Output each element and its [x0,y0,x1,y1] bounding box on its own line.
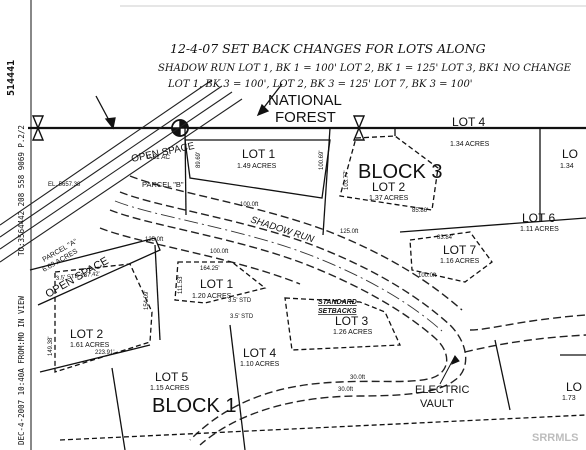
lot-acres: 1.49 ACRES [237,163,277,170]
lot-boundary [409,231,493,283]
dim-label: 164.25' [200,266,220,272]
watermark: SRRMLS [532,432,578,444]
lot-name: LOT 1 [242,147,275,161]
parcel-b-area: 0.81 AC [147,154,170,161]
lot-lines [29,127,586,450]
lot-acres: 1.15 ACRES [150,385,190,392]
label-forest: FOREST [275,109,336,126]
watermark-text: SRRMLS [532,432,578,444]
lot-boundary [184,139,331,199]
dim-label: 85.86' [412,208,428,214]
dim-label: 89.69' [196,152,202,168]
lot-boundary [284,297,401,351]
dim-label: 100.0ft [210,249,229,255]
vault-leader [439,355,460,385]
fax-header-top: TO:3564442 208 558 9069 P.2/2 [17,125,26,256]
dim-label: 3.5' STD [228,298,252,304]
lot-label-b1-4: LOT 4 1.10 ACRES [240,346,280,368]
lot-label-b3-1: LOT 1 1.49 ACRES [237,147,277,170]
dim-label: 125.0ft [340,229,359,235]
dim-label: 111.53' [178,275,184,294]
lot-acres: 1.11 ACRES [520,226,559,233]
right-boundary-marker-icon [352,115,366,141]
dim-label: 154.09' [144,291,150,311]
lot-name: LOT 5 [155,370,188,384]
dim-label: 223.91' [95,350,115,356]
setback-notes: 12-4-07 SET BACK CHANGES FOR LOTS ALONG … [158,41,572,90]
dim-label: 125.0ft [145,237,164,243]
boundary-lines [28,0,586,450]
lot-boundary [54,263,153,373]
dim-label: 30.0ft [350,375,365,381]
dim-label: 100.0ft [418,273,437,279]
arrow-down-left-icon [256,103,270,117]
block-1-label: BLOCK 1 [152,395,236,417]
road-centerline [114,200,443,332]
lot-acres: 1.37 ACRES [369,195,409,202]
note-line-2: SHADOW RUN LOT 1, BK 1 = 100' LOT 2, BK … [158,63,572,74]
road-name-label: SHADOW RUN [249,214,315,245]
lot-name: LOT 7 [443,243,476,257]
edge-lot-top-acres: 1.34 [560,163,574,170]
lot-label-b1-5: LOT 5 1.15 ACRES [150,370,190,392]
dim-label: 83.84' [437,235,453,241]
dim-label: 100.0ft [240,202,259,208]
arrows [95,83,283,130]
label-national: NATIONAL [268,92,342,109]
elevation-label: EL. 5657.38 [48,182,81,188]
lot-name: LOT 4 [452,115,485,129]
arrow-down-icon [104,117,116,130]
lot-labels: LOT 1 1.49 ACRES LOT 2 1.37 ACRES LOT 4 … [70,115,582,402]
dimension-labels: 100.0ft 125.0ft 100.0ft 125.0ft 100.0ft … [48,151,453,394]
lot-acres: 1.10 ACRES [240,361,280,368]
dim-label: 3.5' STD [230,314,254,320]
note-line-3: LOT 1, BK 3 = 100', LOT 2, BK 3 = 125' L… [167,79,473,90]
edge-lot-top-name: LO [562,147,578,161]
lot-acres: 1.61 ACRES [70,342,110,349]
shadow-run-road [99,175,586,446]
vault-label: VAULT [420,398,454,410]
setbacks-label: SETBACKS [318,308,357,315]
lot-name: LOT 2 [372,180,405,194]
parcel-b-label: PARCEL "B" [142,180,184,189]
dim-label: 149.38' [48,337,54,357]
highway-bands [0,79,243,263]
standard-label: STANDARD [318,299,357,306]
lot-label-b1-3: LOT 3 1.26 ACRES [333,314,373,336]
area-labels: NATIONAL FOREST BLOCK 3 BLOCK 1 SHADOW R… [42,92,470,417]
lot-name: LOT 1 [200,277,233,291]
dim-label: 103.77' [344,171,350,191]
electric-label: ELECTRIC [415,384,469,396]
left-boundary-marker-icon [31,115,45,141]
lot-label-b3-7: LOT 7 1.16 ACRES [440,243,480,265]
lot-acres: 1.20 ACRES [192,293,232,300]
lot-label-b3-6: LOT 6 1.11 ACRES [520,211,559,233]
note-line-1: 12-4-07 SET BACK CHANGES FOR LOTS ALONG [170,41,486,56]
lot-label-b1-1: LOT 1 1.20 ACRES [192,277,233,300]
edge-lot-bottom-name: LO [566,380,582,394]
lot-label-b1-2: LOT 2 1.61 ACRES [70,327,110,349]
lot-name: LOT 3 [335,314,368,328]
dim-label: 100.69' [319,151,325,171]
document-number: 514441 [6,60,17,96]
lot-boundary [174,261,267,304]
lot-acres: 1.16 ACRES [440,258,480,265]
dim-label: 3.5' STD 137.42' [56,271,101,282]
lot-name: LOT 6 [522,211,555,225]
lot-label-b3-4: LOT 4 1.34 ACRES [450,115,490,148]
lot-acres: 1.26 ACRES [333,329,373,336]
lot-label-b3-2: LOT 2 1.37 ACRES [369,180,409,202]
lot-name: LOT 2 [70,327,103,341]
block-3-label: BLOCK 3 [358,161,442,183]
leader-arrow-icon [451,355,460,365]
lot-acres: 1.34 ACRES [450,141,490,148]
lot-boundary [339,135,439,211]
fax-header-left: DEC-4-2007 10:40A FROM:MO IN VIEW [17,296,26,445]
dim-label: 30.0ft [338,387,353,393]
lot-name: LOT 4 [243,346,276,360]
margin-text: DEC-4-2007 10:40A FROM:MO IN VIEW TO:356… [6,60,26,445]
edge-lot-bottom-acres: 1.73 [562,395,576,402]
